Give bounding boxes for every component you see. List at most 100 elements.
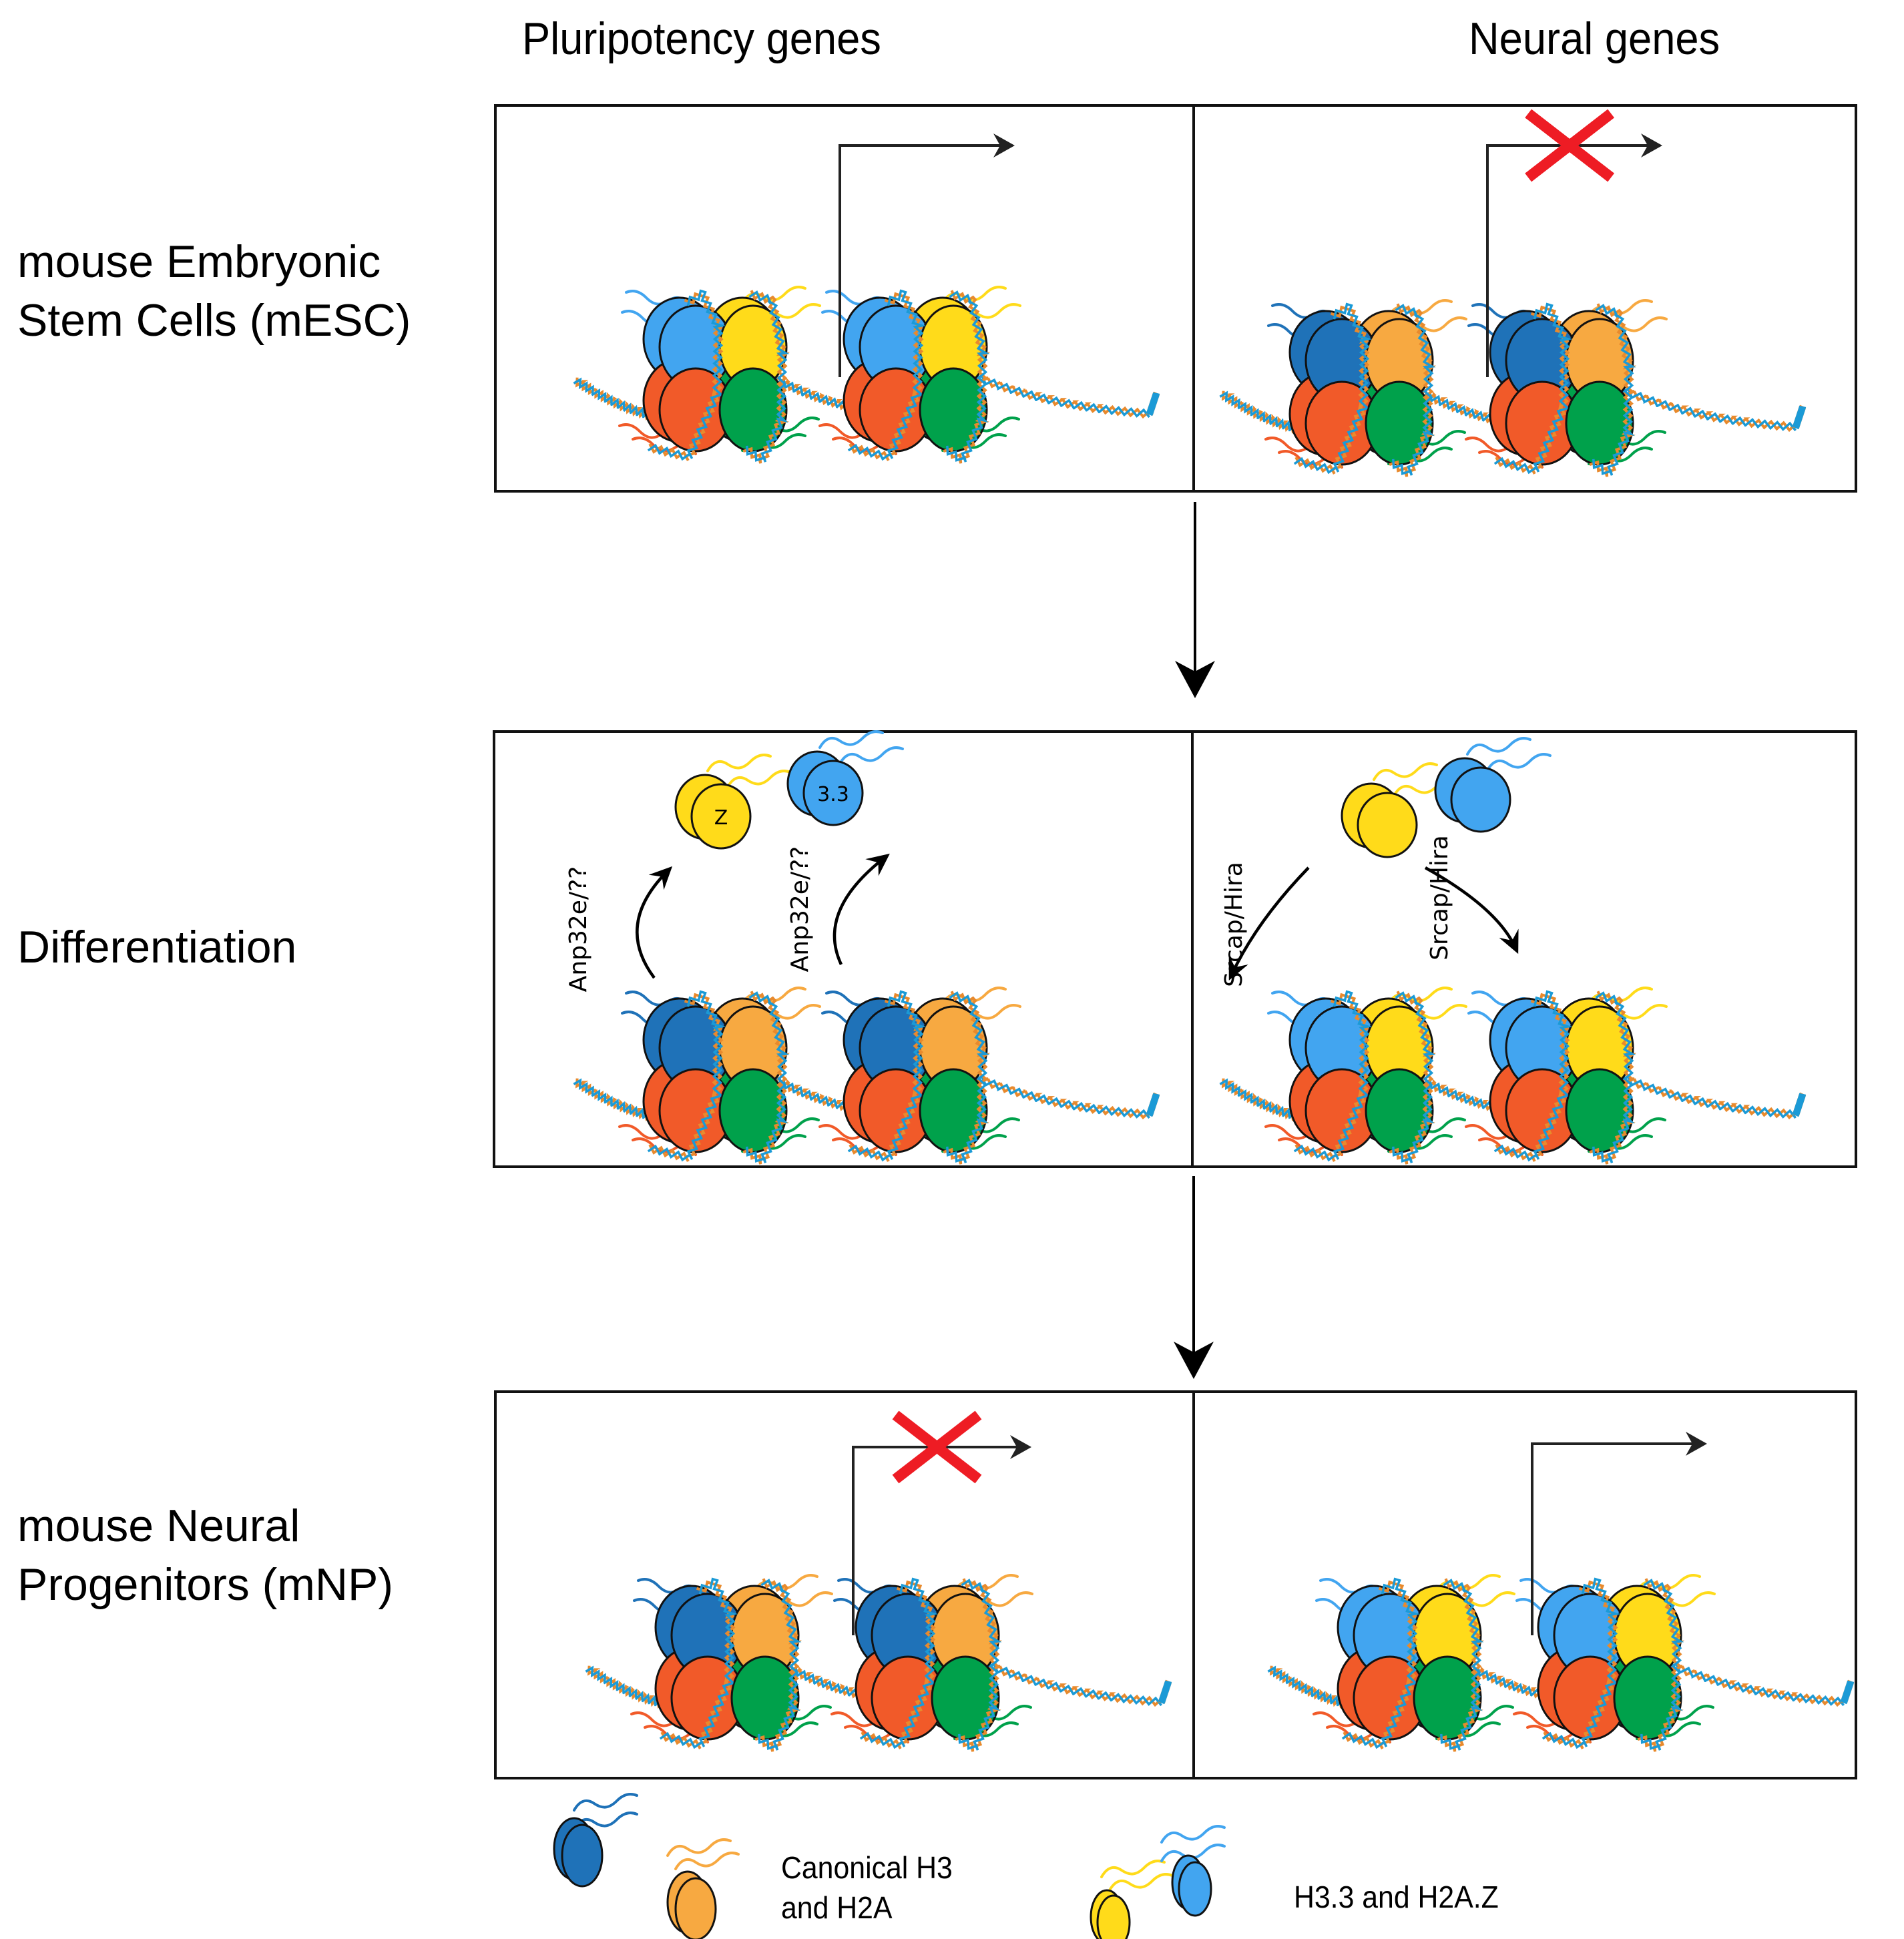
- histone-tail: [674, 1852, 740, 1870]
- dna-strand: [1146, 392, 1160, 417]
- dna-strand: [1595, 1064, 1797, 1120]
- histone-tail: [573, 1812, 638, 1830]
- arrow-head-icon: [865, 853, 890, 876]
- dna-strand: [1158, 1680, 1172, 1705]
- dna-strand: [847, 289, 927, 461]
- row-label-line: Differentiation: [17, 922, 297, 973]
- dna-strand: [1293, 990, 1373, 1162]
- dna-strand: [758, 1579, 802, 1751]
- column-header-neural: Neural genes: [1469, 13, 1720, 64]
- dna-strand: [961, 1651, 1163, 1707]
- histone-h2b: [1613, 1655, 1682, 1741]
- process-arrow: Srcap/Hira: [1220, 862, 1310, 987]
- arrow-curve: [636, 870, 669, 979]
- histone-tail: [1486, 753, 1552, 772]
- block-cross-icon: [892, 1410, 982, 1484]
- row-label-differentiation: Differentiation: [17, 918, 296, 977]
- histone-tail: [839, 746, 904, 765]
- chromatin-fibre: [573, 286, 1160, 464]
- histone-tail: [666, 1838, 732, 1857]
- legend-swatch-h2az: [1090, 1860, 1174, 1939]
- dna-strand: [946, 991, 990, 1163]
- histone-tail: [1466, 737, 1531, 756]
- row-label-line: Progenitors (mNP): [17, 1559, 394, 1610]
- cross-stroke: [892, 1410, 982, 1484]
- chromatin-fibre: [585, 1574, 1172, 1752]
- nucleosome: [1465, 299, 1668, 477]
- nucleosome: [830, 1574, 1033, 1752]
- arrow-down-icon: [1174, 1342, 1214, 1379]
- histone-h2b: [730, 1655, 800, 1741]
- histone-tail: [706, 754, 772, 772]
- panel-divider: [1192, 104, 1195, 493]
- arrow-curve: [1230, 866, 1310, 975]
- panel-divider: [1191, 730, 1194, 1168]
- flow-arrow: [1175, 502, 1215, 698]
- nucleosome: [1264, 987, 1467, 1165]
- dna-strand: [1595, 376, 1797, 433]
- row-label-line: Stem Cells (mESC): [17, 295, 411, 346]
- histone-tail: [818, 730, 884, 749]
- column-header-pluripotency: Pluripotency genes: [522, 13, 881, 64]
- dna-strand: [847, 990, 927, 1162]
- histone-tail: [726, 770, 792, 788]
- enzyme-label: Srcap/Hira: [1220, 862, 1248, 987]
- dna-strand: [949, 1064, 1151, 1120]
- dimer-label: 3.3: [817, 783, 849, 806]
- legend-dimer-front: [561, 1824, 604, 1888]
- dna-strand: [1643, 1651, 1845, 1707]
- row-label-mnp: mouse Neural Progenitors (mNP): [17, 1496, 393, 1614]
- enzyme-label: Srcap/Hira: [1426, 835, 1453, 960]
- histone-tail: [573, 1793, 638, 1812]
- arrow-curve: [1424, 866, 1517, 948]
- dna-strand: [949, 363, 1151, 419]
- arrow-head-icon: [1499, 928, 1519, 954]
- nucleosome: [1313, 1574, 1515, 1752]
- nucleosome: [630, 1574, 833, 1752]
- dimer-front: [690, 783, 752, 850]
- dna-strand: [946, 290, 990, 463]
- dna-strand: [659, 1577, 738, 1749]
- process-arrow: Anp32e/??: [565, 866, 673, 992]
- dna-strand: [647, 289, 726, 461]
- arrow-head-icon: [1686, 1432, 1707, 1456]
- legend-dimer-front: [674, 1877, 717, 1939]
- arrow-head-icon: [1010, 1435, 1031, 1459]
- arrow-head-icon: [1228, 955, 1248, 981]
- histone-h2b: [931, 1655, 1000, 1741]
- legend-graphics: [553, 1793, 1226, 1939]
- flow-arrow: [1174, 1176, 1214, 1379]
- legend-line: and H2A: [781, 1890, 893, 1925]
- histone-h2b: [1565, 380, 1634, 466]
- process-arrow: Srcap/Hira: [1424, 835, 1519, 960]
- nucleosome: [1513, 1574, 1716, 1752]
- transcription-arrow-blocked: [1486, 109, 1662, 377]
- legend-swatch-canonical-h2a: [666, 1838, 740, 1939]
- nucleosome: [818, 987, 1021, 1165]
- process-arrow: Anp32e/??: [786, 846, 890, 972]
- histone-h2b: [919, 1068, 988, 1153]
- legend-dimer-front: [1178, 1861, 1212, 1917]
- panel-divider: [1192, 1390, 1195, 1779]
- dna-strand: [1146, 1093, 1160, 1117]
- arrow-head-icon: [648, 866, 673, 890]
- histone-h2b: [718, 1068, 788, 1153]
- nucleosome: [1264, 299, 1467, 477]
- nucleosome: [1465, 987, 1668, 1165]
- dna-strand: [958, 1579, 1002, 1751]
- row-mesc-graphics: [573, 109, 1807, 477]
- arrow-down-icon: [1175, 661, 1215, 698]
- dna-strand: [1493, 302, 1573, 475]
- legend-swatch-h33: [1160, 1825, 1226, 1917]
- tss-line: [839, 144, 1003, 377]
- dna-strand: [1392, 991, 1436, 1163]
- transcription-arrow-blocked: [852, 1410, 1031, 1635]
- cross-stroke: [1525, 109, 1615, 182]
- dna-strand: [1293, 302, 1373, 475]
- nucleosome: [618, 987, 821, 1165]
- chromatin-fibre: [1219, 299, 1807, 477]
- dna-strand: [746, 991, 790, 1163]
- legend-line: H3.3 and H2A.Z: [1294, 1880, 1499, 1914]
